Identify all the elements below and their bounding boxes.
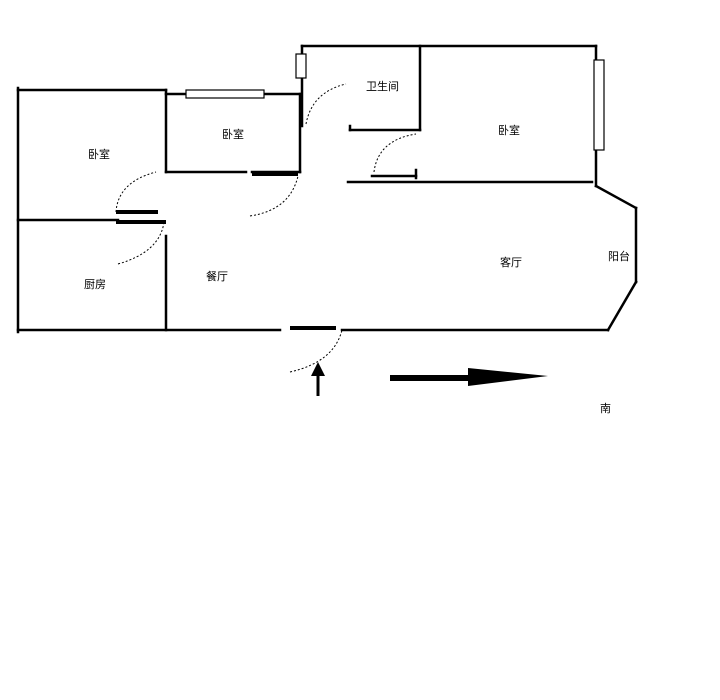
window-bathroom — [295, 53, 307, 79]
exterior-walls — [16, 44, 638, 334]
room-label-living: 客厅 — [500, 255, 522, 269]
window-east-bedroom — [593, 59, 605, 151]
door-stubs — [116, 172, 336, 330]
room-label-kitchen: 厨房 — [84, 278, 106, 291]
windows — [185, 53, 605, 151]
orientation-label-south: 南 — [600, 402, 611, 415]
room-label-bedroom-middle: 卧室 — [222, 127, 244, 141]
door-arcs — [115, 83, 417, 373]
entrance-arrow-icon — [311, 362, 325, 396]
window-middle-bedroom — [185, 89, 265, 99]
room-label-bedroom-east: 卧室 — [498, 123, 520, 137]
room-label-bedroom-west: 卧室 — [88, 147, 110, 161]
room-label-balcony: 阳台 — [608, 249, 630, 263]
room-label-bathroom: 卫生间 — [366, 79, 399, 93]
room-label-dining: 餐厅 — [206, 269, 228, 283]
south-direction-arrow-icon — [390, 368, 548, 386]
